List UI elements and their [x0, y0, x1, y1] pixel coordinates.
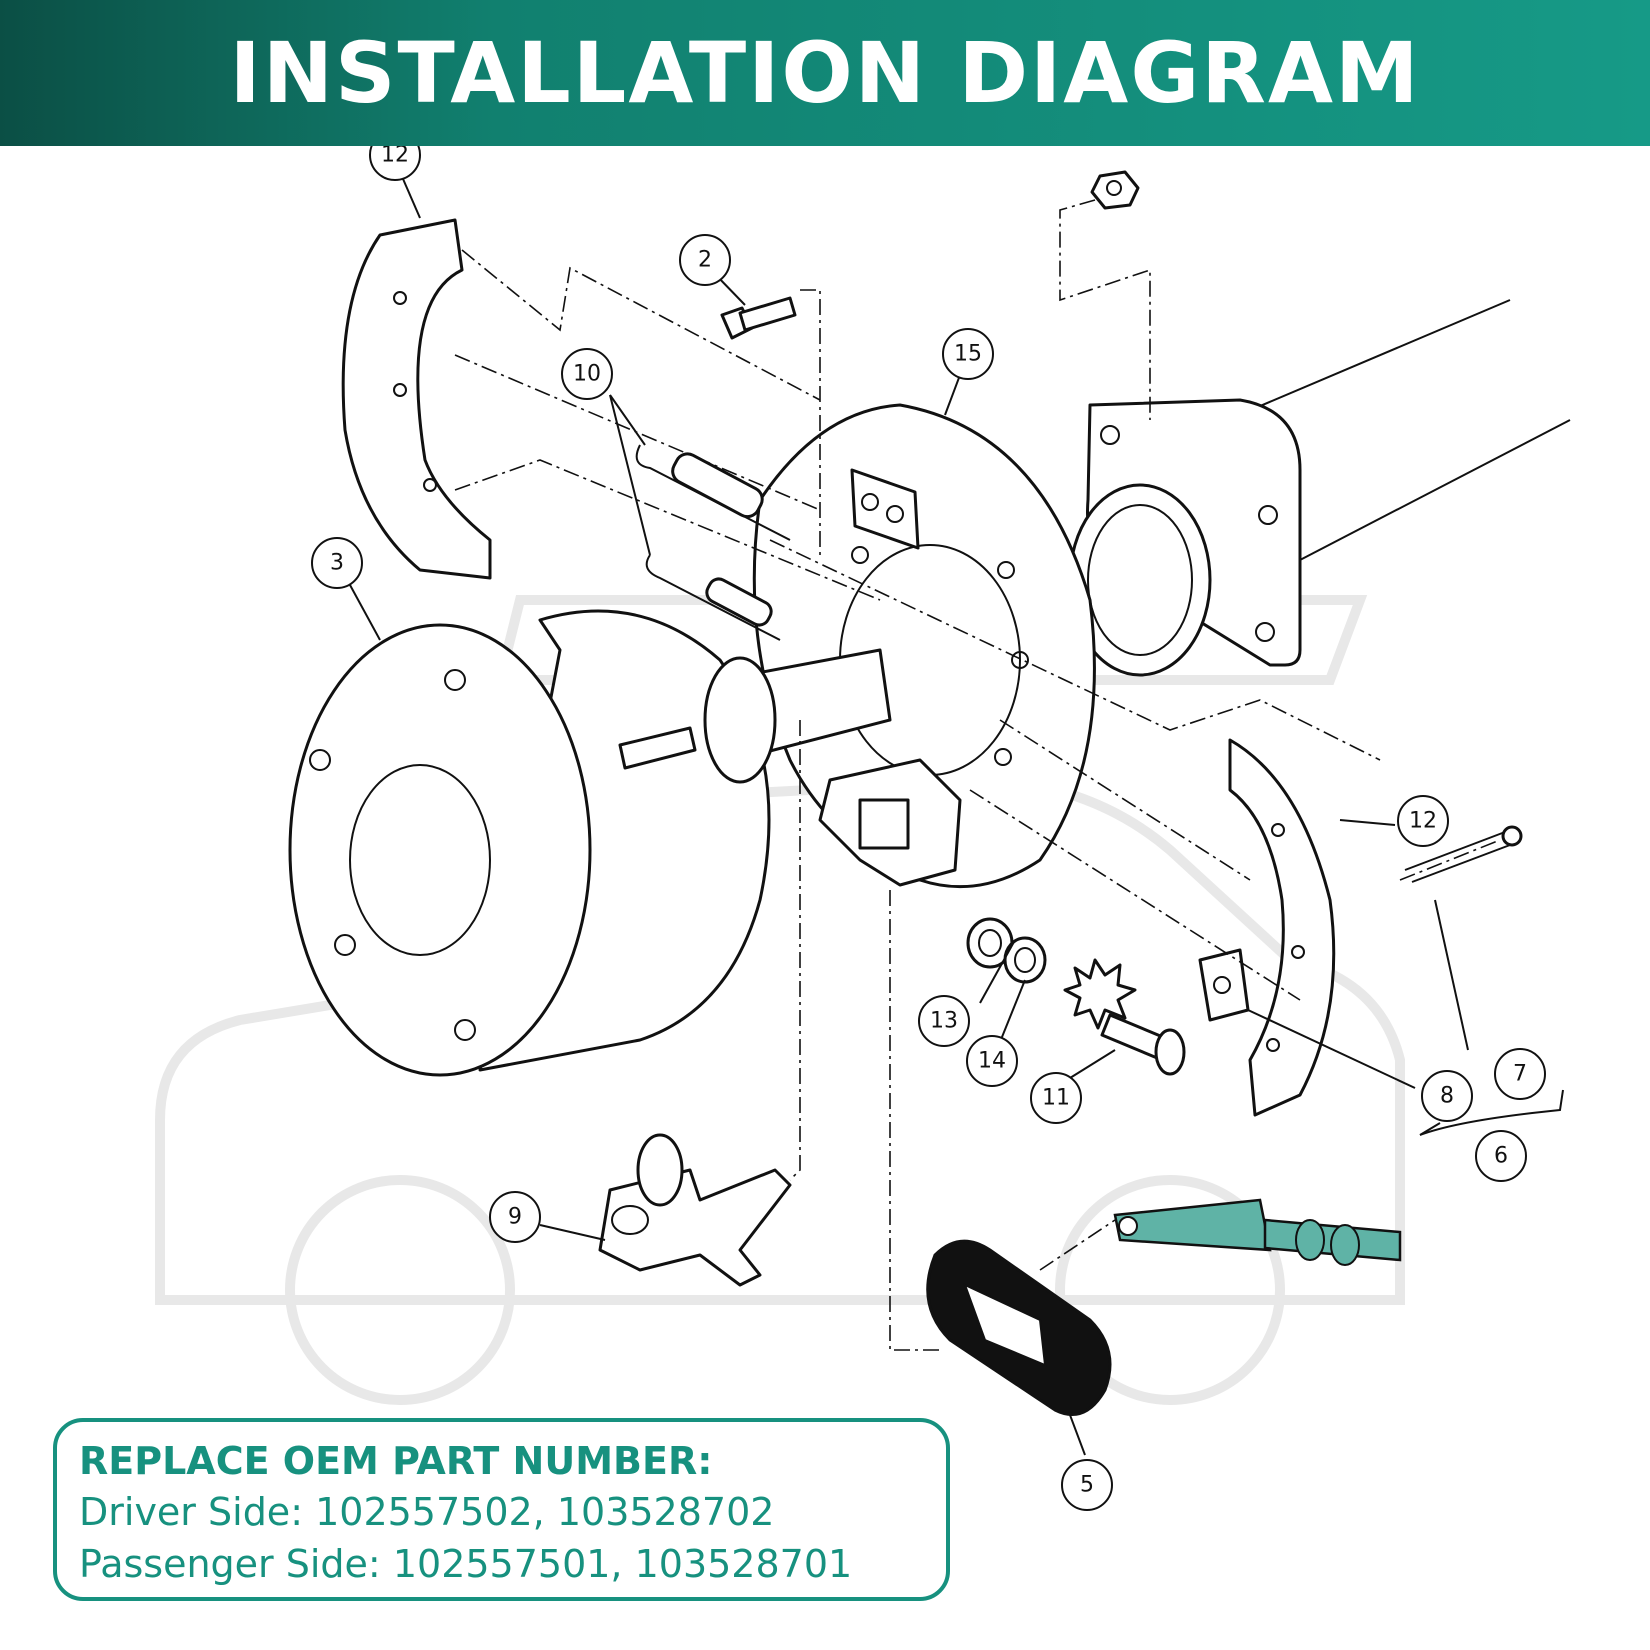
- oem-part-number-box: REPLACE OEM PART NUMBER: Driver Side: 10…: [53, 1418, 950, 1601]
- callout-12-top: 12: [369, 146, 421, 181]
- svg-text:9: 9: [508, 1205, 522, 1230]
- callout-7: 7: [1494, 1048, 1546, 1100]
- leader-lines: [349, 171, 1564, 1456]
- lever-assembly: [598, 1133, 792, 1287]
- callout-11: 11: [1030, 1072, 1082, 1124]
- svg-text:6: 6: [1494, 1144, 1508, 1169]
- brake-shoe-lower: [1228, 738, 1336, 1117]
- bolt: [720, 296, 797, 340]
- grommet-boot: [926, 1239, 1112, 1416]
- passenger-side-label: Passenger Side:: [79, 1542, 381, 1586]
- callout-10: 10: [561, 348, 613, 400]
- hold-down-clip: [1198, 948, 1250, 1022]
- star-adjuster: [1063, 958, 1186, 1076]
- callout-8: 8: [1421, 1070, 1473, 1122]
- callout-2: 2: [679, 234, 731, 286]
- passenger-side-numbers: 102557501, 103528701: [392, 1542, 853, 1586]
- driver-side-line: Driver Side: 102557502, 103528702: [79, 1486, 924, 1538]
- axle-shaft: [703, 648, 892, 784]
- svg-text:11: 11: [1042, 1086, 1070, 1111]
- callout-3: 3: [311, 537, 363, 589]
- svg-text:8: 8: [1440, 1084, 1454, 1109]
- callout-13: 13: [918, 995, 970, 1047]
- alignment-lines: [454, 199, 1501, 1351]
- callout-15: 15: [942, 328, 994, 380]
- svg-text:12: 12: [1409, 809, 1437, 834]
- svg-text:12: 12: [381, 146, 409, 168]
- callout-5: 5: [1061, 1459, 1113, 1511]
- hold-down-pin: [1404, 825, 1523, 883]
- brake-drum: [288, 609, 771, 1077]
- callout-9: 9: [489, 1191, 541, 1243]
- svg-text:10: 10: [573, 362, 601, 387]
- svg-text:5: 5: [1080, 1473, 1094, 1498]
- backing-plate: [752, 403, 1096, 889]
- svg-text:3: 3: [330, 551, 344, 576]
- svg-text:13: 13: [930, 1009, 958, 1034]
- title-banner: INSTALLATION DIAGRAM: [0, 0, 1650, 146]
- washers: [966, 917, 1047, 984]
- return-springs: [635, 444, 791, 641]
- brake-cable: [1113, 1198, 1402, 1266]
- svg-text:2: 2: [698, 248, 712, 273]
- callout-12-right: 12: [1397, 795, 1449, 847]
- passenger-side-line: Passenger Side: 102557501, 103528701: [79, 1538, 924, 1590]
- callout-6: 6: [1475, 1130, 1527, 1182]
- driver-side-label: Driver Side:: [79, 1490, 303, 1534]
- nut: [1090, 170, 1140, 210]
- svg-text:15: 15: [954, 342, 982, 367]
- brake-shoe-upper: [341, 218, 492, 580]
- svg-text:7: 7: [1513, 1062, 1527, 1087]
- adjuster-bracket: [818, 758, 962, 887]
- axle-tube: [1068, 299, 1571, 677]
- page-title: INSTALLATION DIAGRAM: [229, 24, 1421, 122]
- svg-text:14: 14: [978, 1049, 1006, 1074]
- oem-heading: REPLACE OEM PART NUMBER:: [79, 1439, 713, 1483]
- callout-14: 14: [966, 1035, 1018, 1087]
- exploded-brake-diagram: 12 2 15 10 3 12 7 8 6 13 14 11 9 5: [155, 146, 1571, 1511]
- driver-side-numbers: 102557502, 103528702: [315, 1490, 775, 1534]
